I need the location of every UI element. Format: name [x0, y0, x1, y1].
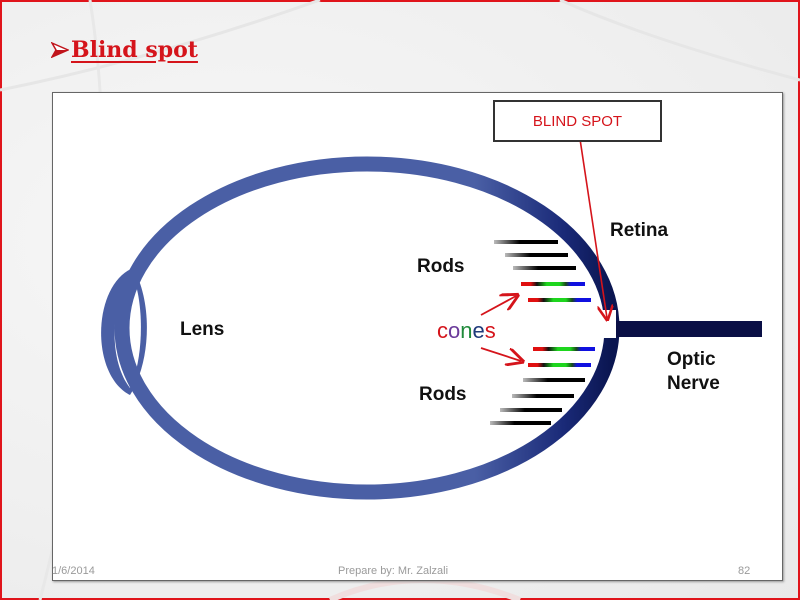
label-rods-bottom: Rods [419, 384, 467, 405]
cone-bar [528, 363, 591, 367]
blind-spot-callout: BLIND SPOT [493, 100, 662, 142]
cones-letter: e [472, 318, 485, 343]
rods-bottom [490, 378, 585, 425]
optic-nerve [616, 321, 762, 337]
arrow-bullet-icon [51, 42, 69, 58]
cones-letter: c [437, 318, 448, 343]
cones-top [521, 282, 591, 302]
label-rods-top: Rods [417, 256, 465, 277]
slide-title: Blind spot [51, 37, 198, 63]
rod-bar [513, 266, 576, 270]
rod-bar [505, 253, 568, 257]
label-optic: Optic [667, 349, 716, 370]
blind-spot-pointer-arrow [579, 138, 607, 318]
footer-date: 1/6/2014 [52, 565, 95, 577]
rods-top [494, 240, 576, 270]
cone-bar [521, 282, 585, 286]
blind-spot-callout-text: BLIND SPOT [532, 112, 623, 130]
rod-bar [494, 240, 558, 244]
rod-bar [512, 394, 574, 398]
cone-bar [533, 347, 595, 351]
cones-bottom [528, 347, 595, 367]
cones-letter: s [484, 318, 496, 343]
rod-bar [523, 378, 585, 382]
label-retina: Retina [610, 220, 669, 241]
cones-letter: o [448, 318, 461, 343]
footer-page-number: 82 [738, 565, 751, 577]
rod-bar [500, 408, 562, 412]
label-cones: cones [437, 318, 496, 344]
footer-author: Prepare by: Mr. Zalzali [338, 565, 449, 577]
rod-bar [490, 421, 551, 425]
slide-title-text: Blind spot [71, 37, 198, 63]
label-lens: Lens [180, 319, 225, 340]
cones-arrow-bottom [480, 347, 521, 361]
cones-arrow-top [480, 296, 516, 316]
label-nerve: Nerve [667, 373, 720, 394]
cones-letter: n [460, 318, 473, 343]
cone-bar [528, 298, 591, 302]
